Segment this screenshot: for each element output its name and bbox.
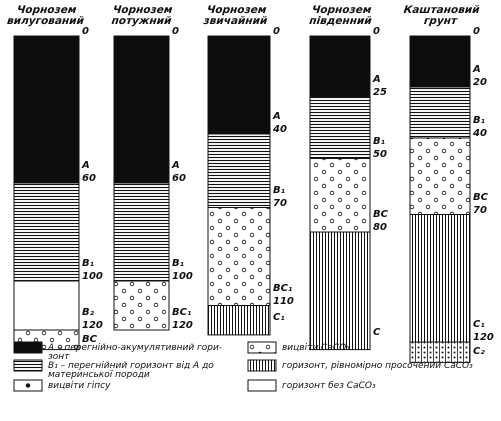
soil-column-4 [309, 35, 371, 351]
depth-tick: 0 [172, 26, 179, 37]
legend-text: горизонт, рівномірно просочений CaCO₃ [282, 361, 473, 371]
layer-hlines [13, 182, 80, 282]
layer-hlines [207, 133, 271, 208]
layer-circles [309, 158, 371, 233]
soil-column-1 [13, 35, 80, 351]
depth-tick: 0 [82, 26, 89, 37]
horizon-label: B₂ [82, 307, 95, 318]
profile-title-line2: звичайний [202, 15, 268, 27]
legend-text: вицвіти гіпсу [48, 381, 111, 391]
depth-tick: 80 [373, 222, 387, 233]
profile-title-line2: потужний [110, 15, 173, 27]
horizon-label: BC [473, 191, 488, 203]
horizon-label: B₁ [172, 258, 185, 269]
profile-title-line2: вилугований [6, 15, 85, 27]
legend-swatch-black [13, 341, 43, 354]
horizon-label: A [373, 74, 381, 86]
depth-tick: 50 [373, 148, 387, 160]
layer-black [113, 35, 170, 184]
horizon-label: BC₁ [172, 307, 192, 318]
horizon-label: B₁ [373, 135, 386, 147]
layer-hlines [409, 86, 471, 139]
depth-tick: 60 [82, 173, 96, 184]
horizon-label: A [82, 160, 90, 171]
horizon-label: C₁ [273, 311, 285, 323]
legend-swatch-star [13, 379, 43, 392]
horizon-label: C [373, 326, 381, 338]
layer-vlines [207, 305, 271, 336]
legend-text: B₁ – перегнійний горизонт від A до [48, 361, 214, 371]
layer-circles [207, 207, 271, 306]
horizon-label: A [273, 111, 281, 122]
legend-swatch-circles [247, 341, 277, 354]
legend-text: A – перегнійно-акумулятивний гори- [48, 343, 223, 353]
depth-tick: 0 [373, 26, 380, 37]
layer-black [409, 35, 471, 88]
layer-black [309, 35, 371, 98]
horizon-label: A [172, 160, 180, 171]
depth-tick: 70 [473, 204, 487, 216]
legend-text: горизонт без CaCO₃ [282, 381, 376, 391]
soil-column-3 [207, 35, 271, 336]
horizon-label: C₂ [473, 346, 485, 358]
layer-vlines [309, 231, 371, 351]
depth-tick: 40 [273, 124, 287, 135]
depth-tick: 70 [273, 197, 287, 209]
legend-swatch-vlines [247, 359, 277, 372]
depth-tick: 110 [273, 295, 294, 307]
depth-tick: 40 [473, 128, 487, 139]
layer-black [207, 35, 271, 135]
legend-text-cont: материнської породи [48, 370, 150, 380]
soil-column-5 [409, 35, 471, 363]
depth-tick: 0 [273, 26, 280, 37]
layer-vlines [409, 214, 471, 343]
layer-blank [13, 280, 80, 331]
layer-hlines [113, 182, 170, 282]
legend-layer [13, 341, 277, 392]
horizon-label: A [473, 64, 481, 75]
legend-swatch-hlines [13, 359, 43, 372]
profile-title-line2: південний [308, 15, 373, 27]
layer-dots [409, 341, 471, 363]
layer-hlines [309, 96, 371, 159]
depth-tick: 120 [82, 320, 103, 331]
layer-circles [409, 137, 471, 215]
layer-circles [113, 280, 170, 331]
horizon-label: BC₁ [273, 282, 293, 294]
depth-tick: 100 [172, 271, 193, 282]
depth-tick: 120 [172, 320, 193, 331]
depth-tick: 0 [473, 26, 480, 37]
horizon-label: BC [373, 209, 388, 220]
horizon-label: BC [82, 333, 97, 345]
columns-layer [13, 35, 471, 363]
depth-tick: 100 [82, 271, 103, 282]
profile-title-line2: грунт [423, 15, 458, 27]
depth-tick: 120 [473, 332, 494, 343]
layer-black [13, 35, 80, 184]
horizon-label: C₁ [473, 319, 485, 330]
legend-text: вицвіти CaCO₃ [282, 343, 350, 353]
horizon-label: B₁ [273, 184, 286, 196]
legend-swatch-blank [247, 379, 277, 392]
depth-tick: 25 [373, 87, 387, 99]
horizon-label: B₁ [473, 115, 486, 126]
soil-column-2 [113, 35, 170, 331]
horizon-label: B₁ [82, 258, 95, 269]
legend-text-cont: зонт [48, 352, 70, 362]
depth-tick: 60 [172, 173, 186, 184]
depth-tick: 20 [473, 77, 487, 88]
